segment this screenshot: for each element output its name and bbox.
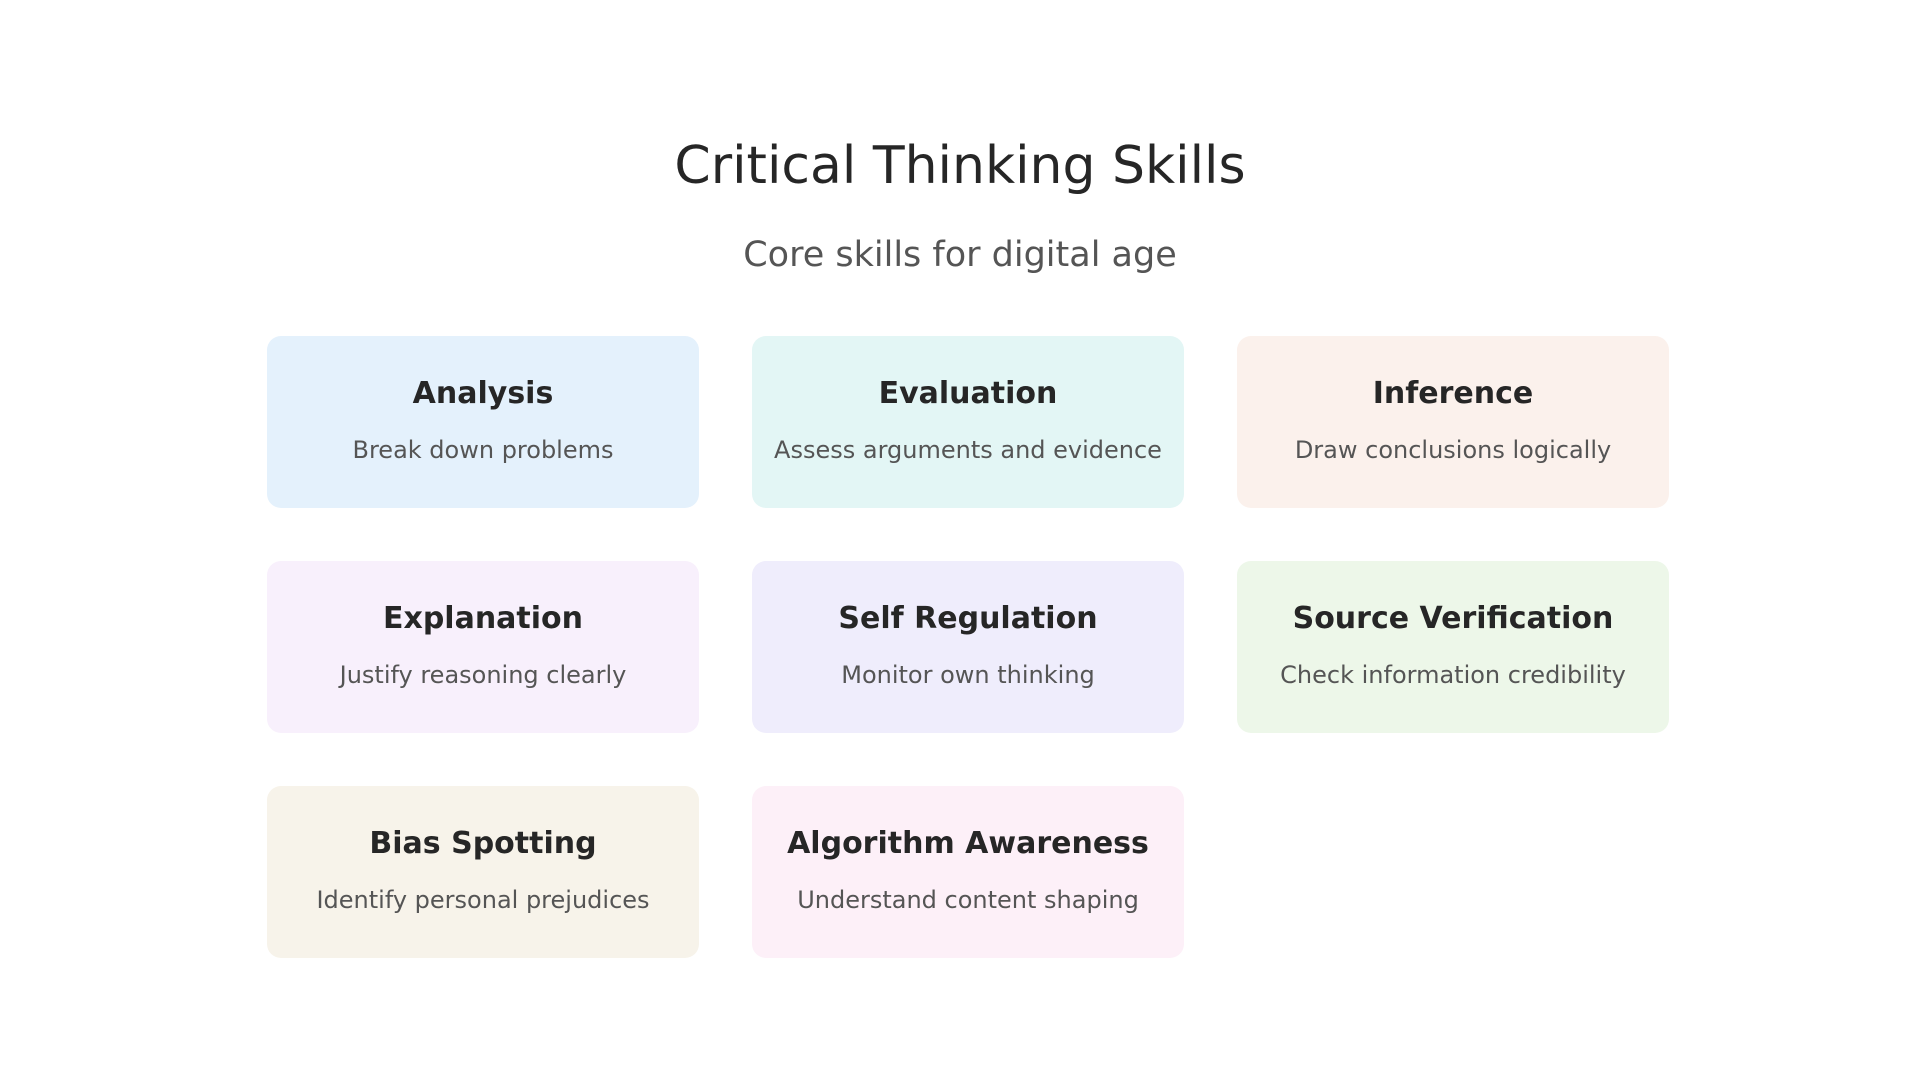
page-title: Critical Thinking Skills: [674, 136, 1246, 196]
skill-card-title: Algorithm Awareness: [787, 826, 1149, 861]
skill-card-inference: Inference Draw conclusions logically: [1237, 336, 1669, 508]
skill-card-explanation: Explanation Justify reasoning clearly: [267, 561, 699, 733]
skill-card-title: Inference: [1372, 376, 1534, 411]
skill-card-description: Draw conclusions logically: [1294, 436, 1612, 464]
skill-card-title: Explanation: [382, 601, 584, 636]
skill-card-description: Identify personal prejudices: [316, 886, 650, 914]
skill-card-source-verification: Source Verification Check information cr…: [1237, 561, 1669, 733]
skill-card-title: Analysis: [412, 376, 554, 411]
skill-card-title: Source Verification: [1292, 601, 1614, 636]
skill-card-analysis: Analysis Break down problems: [267, 336, 699, 508]
skill-card-description: Understand content shaping: [797, 886, 1139, 914]
skill-card-bias-spotting: Bias Spotting Identify personal prejudic…: [267, 786, 699, 958]
skill-card-description: Check information credibility: [1280, 661, 1626, 689]
skills-grid: Analysis Break down problems Evaluation …: [267, 336, 1671, 958]
skill-card-evaluation: Evaluation Assess arguments and evidence: [752, 336, 1184, 508]
skill-card-title: Bias Spotting: [369, 826, 597, 861]
skill-card-title: Evaluation: [878, 376, 1058, 411]
skill-card-algorithm-awareness: Algorithm Awareness Understand content s…: [752, 786, 1184, 958]
skill-card-description: Assess arguments and evidence: [774, 436, 1162, 464]
skill-card-self-regulation: Self Regulation Monitor own thinking: [752, 561, 1184, 733]
skill-card-description: Break down problems: [352, 436, 614, 464]
skill-card-title: Self Regulation: [838, 601, 1098, 636]
page-subtitle: Core skills for digital age: [743, 235, 1177, 275]
skill-card-description: Monitor own thinking: [841, 661, 1095, 689]
skill-card-description: Justify reasoning clearly: [339, 661, 627, 689]
